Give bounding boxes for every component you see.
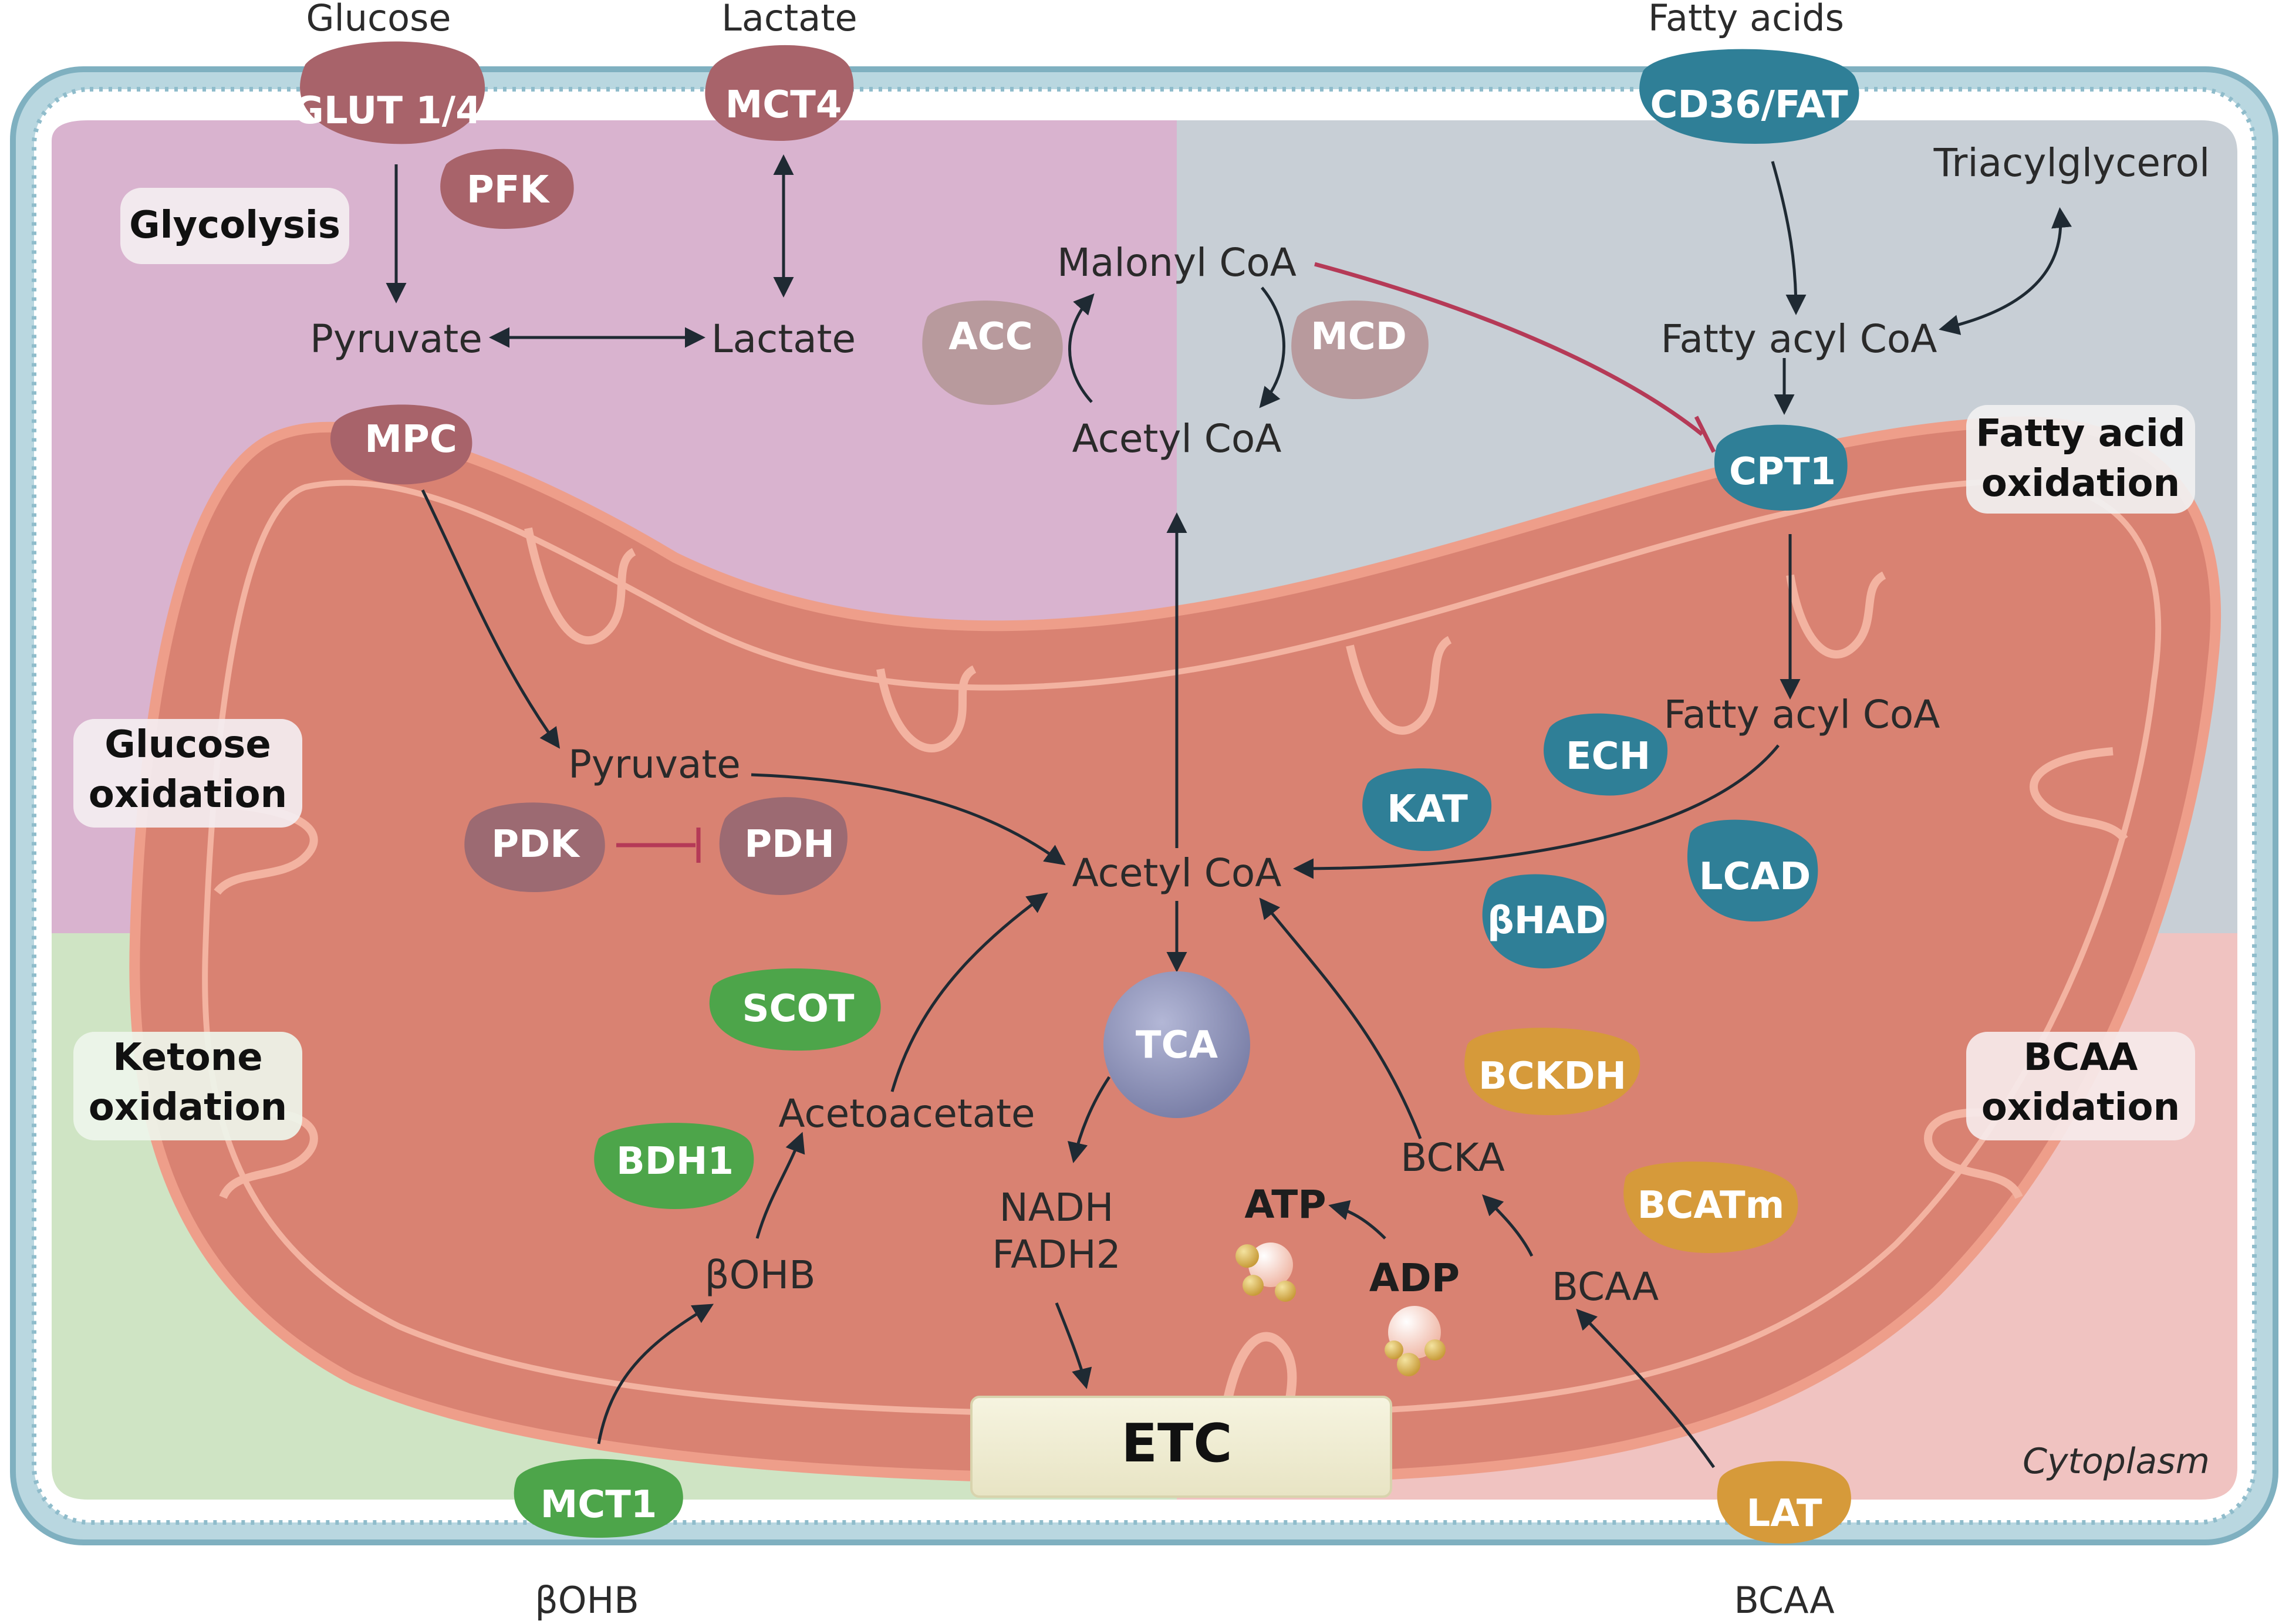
svg-text:BCATm: BCATm [1638, 1184, 1785, 1227]
lactate-cyto: Lactate [711, 316, 856, 362]
acc-enzyme: ACC [922, 301, 1063, 405]
malonyl-coa: Malonyl CoA [1057, 240, 1297, 285]
svg-text:CPT1: CPT1 [1729, 450, 1836, 494]
ketone-oxidation-label-box: Ketone oxidation [73, 1032, 302, 1140]
bcaa-oxidation-label-box: BCAA oxidation [1966, 1032, 2195, 1140]
cd36-transporter: CD36/FAT [1639, 49, 1859, 144]
svg-text:MCT4: MCT4 [725, 83, 842, 127]
bcka: BCKA [1400, 1135, 1504, 1180]
svg-text:LAT: LAT [1747, 1492, 1822, 1535]
pyruvate-cyto: Pyruvate [310, 316, 482, 362]
mct1-transporter: MCT1 [514, 1458, 683, 1538]
metabolite-labels: Pyruvate Lactate Malonyl CoA Acetyl CoA … [310, 140, 2210, 1309]
svg-text:PFK: PFK [467, 168, 551, 212]
svg-text:MCT1: MCT1 [541, 1483, 657, 1527]
bcatm-enzyme: BCATm [1623, 1162, 1798, 1253]
svg-text:oxidation: oxidation [89, 773, 287, 816]
inhibition-lines [616, 262, 1716, 863]
bohb-mito: βOHB [705, 1252, 816, 1298]
pyruvate-mito: Pyruvate [568, 742, 741, 787]
pathway-arrows [386, 154, 2072, 1468]
adp: ADP [1369, 1255, 1460, 1301]
svg-text:Ketone: Ketone [113, 1036, 262, 1079]
svg-text:BCKDH: BCKDH [1478, 1055, 1626, 1098]
triacylglycerol: Triacylglycerol [1933, 140, 2210, 185]
svg-text:BCAA: BCAA [2024, 1036, 2138, 1079]
glucose-label: Glucose [306, 0, 451, 39]
glycolysis-label-box: Glycolysis [120, 188, 349, 264]
svg-text:ECH: ECH [1566, 735, 1650, 778]
svg-text:SCOT: SCOT [742, 987, 854, 1031]
svg-text:oxidation: oxidation [89, 1086, 287, 1129]
bcaa-external-label: BCAA [1734, 1579, 1834, 1622]
svg-text:MPC: MPC [364, 418, 457, 461]
scot-enzyme: SCOT [709, 968, 881, 1051]
transporters: GLUT 1/4 MCT4 CD36/FAT MPC CPT1 MCT1 LAT [293, 41, 1859, 1544]
external-labels: Glucose Lactate Fatty acids βOHB BCAA [306, 0, 1844, 1622]
kat-enzyme: KAT [1362, 768, 1492, 851]
svg-text:oxidation: oxidation [1981, 1086, 2180, 1129]
mcd-enzyme: MCD [1291, 301, 1429, 399]
nadh: NADH [1000, 1185, 1114, 1230]
etc-complex: ETC [970, 1396, 1392, 1498]
svg-text:βHAD: βHAD [1487, 899, 1606, 943]
svg-text:TCA: TCA [1136, 1024, 1218, 1067]
enzymes: PFK ACC MCD PDK PDH ECH KAT LCAD [440, 148, 1818, 1253]
svg-text:Fatty acid: Fatty acid [1976, 412, 2185, 455]
bcaa-mito: BCAA [1552, 1264, 1659, 1309]
svg-text:Glucose: Glucose [104, 723, 271, 767]
ech-enzyme: ECH [1544, 713, 1668, 796]
svg-text:Glycolysis: Glycolysis [129, 204, 340, 247]
lactate-external-label: Lactate [721, 0, 857, 39]
cpt1-transporter: CPT1 [1714, 424, 1848, 511]
svg-text:PDH: PDH [744, 823, 835, 866]
svg-text:KAT: KAT [1387, 788, 1468, 831]
atp: ATP [1244, 1182, 1326, 1227]
fadh2: FADH2 [992, 1232, 1121, 1277]
acetyl-coa-mito: Acetyl CoA [1072, 850, 1282, 896]
svg-text:ACC: ACC [948, 315, 1032, 359]
mct4-transporter: MCT4 [705, 45, 854, 141]
glucose-oxidation-label-box: Glucose oxidation [73, 719, 302, 828]
mpc-transporter: MPC [330, 404, 472, 485]
pathway-labels: Glycolysis Fatty acid oxidation Glucose … [73, 188, 2195, 1140]
bohb-external-label: βOHB [535, 1579, 639, 1622]
fatty-acid-oxidation-label-box: Fatty acid oxidation [1966, 405, 2195, 514]
glut-transporter: GLUT 1/4 [293, 41, 485, 144]
svg-text:ETC: ETC [1122, 1413, 1233, 1474]
acetyl-coa-cyto: Acetyl CoA [1072, 416, 1282, 461]
tca-cycle: TCA [1103, 971, 1250, 1118]
svg-text:BDH1: BDH1 [616, 1140, 734, 1183]
svg-text:LCAD: LCAD [1699, 855, 1811, 899]
fatty-acyl-coa-mito: Fatty acyl CoA [1664, 692, 1940, 737]
fatty-acyl-coa-cyto: Fatty acyl CoA [1661, 316, 1937, 362]
pfk-enzyme: PFK [440, 148, 574, 229]
pdk-enzyme: PDK [464, 802, 605, 892]
fatty-acids-label: Fatty acids [1648, 0, 1844, 39]
bckdh-enzyme: BCKDH [1464, 1028, 1640, 1115]
svg-text:MCD: MCD [1311, 315, 1407, 359]
bhad-enzyme: βHAD [1482, 874, 1607, 968]
bdh1-enzyme: BDH1 [594, 1123, 754, 1209]
svg-text:PDK: PDK [491, 823, 580, 866]
atp-synthase [1235, 1243, 1446, 1376]
svg-text:CD36/FAT: CD36/FAT [1650, 83, 1848, 127]
cytoplasm-label: Cytoplasm [2023, 1441, 2210, 1482]
svg-text:oxidation: oxidation [1981, 462, 2180, 505]
pdh-enzyme: PDH [719, 797, 848, 895]
lat-transporter: LAT [1717, 1461, 1851, 1544]
lcad-enzyme: LCAD [1687, 819, 1818, 921]
svg-text:GLUT 1/4: GLUT 1/4 [293, 89, 481, 133]
acetoacetate: Acetoacetate [778, 1091, 1035, 1136]
